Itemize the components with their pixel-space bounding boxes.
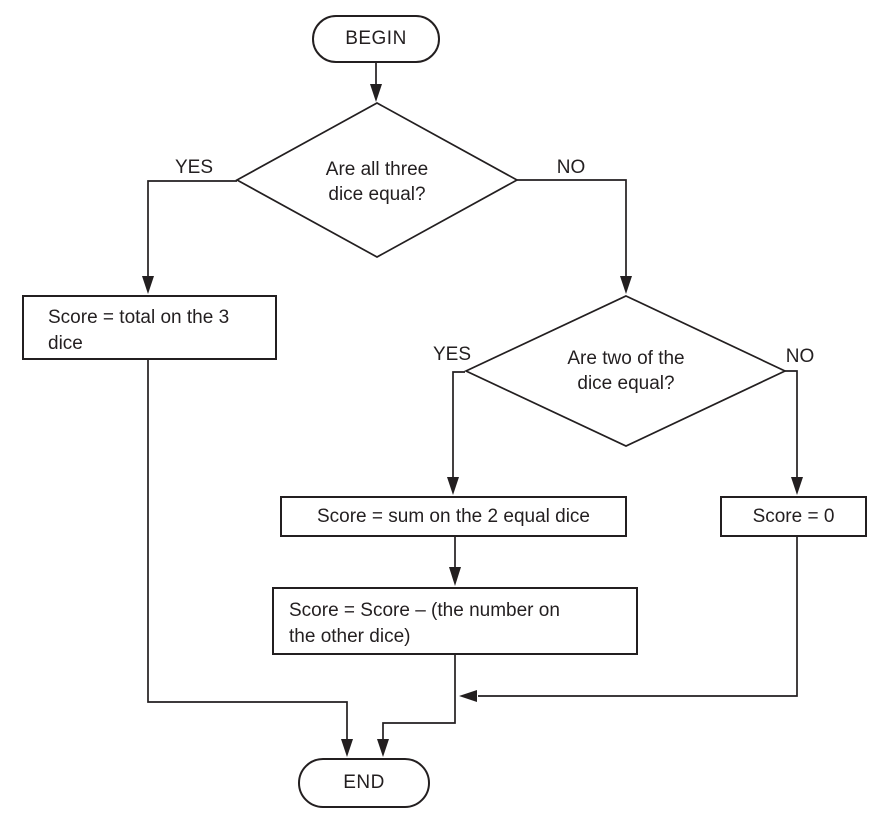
arrowhead-into-decision2 <box>620 276 632 294</box>
connector-zero-to-merge <box>478 537 798 697</box>
arrowhead-center-into-end <box>377 739 389 757</box>
process-score-sum: Score = sum on the 2 equal dice <box>280 496 627 537</box>
arrowhead-into-decision1 <box>370 84 382 102</box>
decision2-diamond <box>463 295 787 447</box>
process-score-subtract-line2: the other dice) <box>289 626 411 647</box>
arrowhead-into-score-zero <box>791 477 803 495</box>
process-score-zero-line1: Score = 0 <box>752 505 835 527</box>
process-score-subtract-line1: Score = Score – (the number on <box>289 600 560 621</box>
terminal-begin-label: BEGIN <box>345 28 407 49</box>
connector-decision2-no <box>785 370 798 477</box>
process-score-subtract: Score = Score – (the number on the other… <box>272 587 638 655</box>
connector-total-to-end <box>147 360 348 739</box>
decision1-diamond <box>235 102 519 258</box>
process-score-total: Score = total on the 3 dice <box>22 295 277 360</box>
decision1-question: Are all three dice equal? <box>267 157 487 207</box>
process-score-total-line2: dice <box>48 333 83 354</box>
arrowhead-into-score-subtract <box>449 567 461 586</box>
arrowhead-left-into-end <box>341 739 353 757</box>
connector-decision2-yes <box>452 371 465 477</box>
terminal-begin: BEGIN <box>312 15 440 63</box>
decision2-question-line2: dice equal? <box>577 373 675 394</box>
terminal-end: END <box>298 758 430 808</box>
decision2-no-label: NO <box>785 346 815 367</box>
process-score-zero: Score = 0 <box>720 496 867 537</box>
decision2-yes-label: YES <box>432 344 472 365</box>
process-score-sum-line1: Score = sum on the 2 equal dice <box>316 505 591 527</box>
decision1-question-line1: Are all three <box>325 159 429 180</box>
decision1-question-line2: dice equal? <box>328 184 426 205</box>
arrowhead-into-score-total <box>142 276 154 294</box>
decision1-yes-label: YES <box>174 157 214 178</box>
connector-subtract-to-end <box>382 655 456 739</box>
terminal-end-label: END <box>343 772 385 793</box>
process-score-total-line1: Score = total on the 3 <box>48 307 230 328</box>
arrowhead-zero-merge <box>459 690 477 702</box>
connector-decision1-no <box>517 179 627 276</box>
arrowhead-into-score-sum <box>447 477 459 495</box>
decision1-no-label: NO <box>556 157 586 178</box>
decision2-question-line1: Are two of the <box>567 348 685 369</box>
decision2-question: Are two of the dice equal? <box>516 346 736 396</box>
connector-decision1-yes <box>147 180 237 276</box>
